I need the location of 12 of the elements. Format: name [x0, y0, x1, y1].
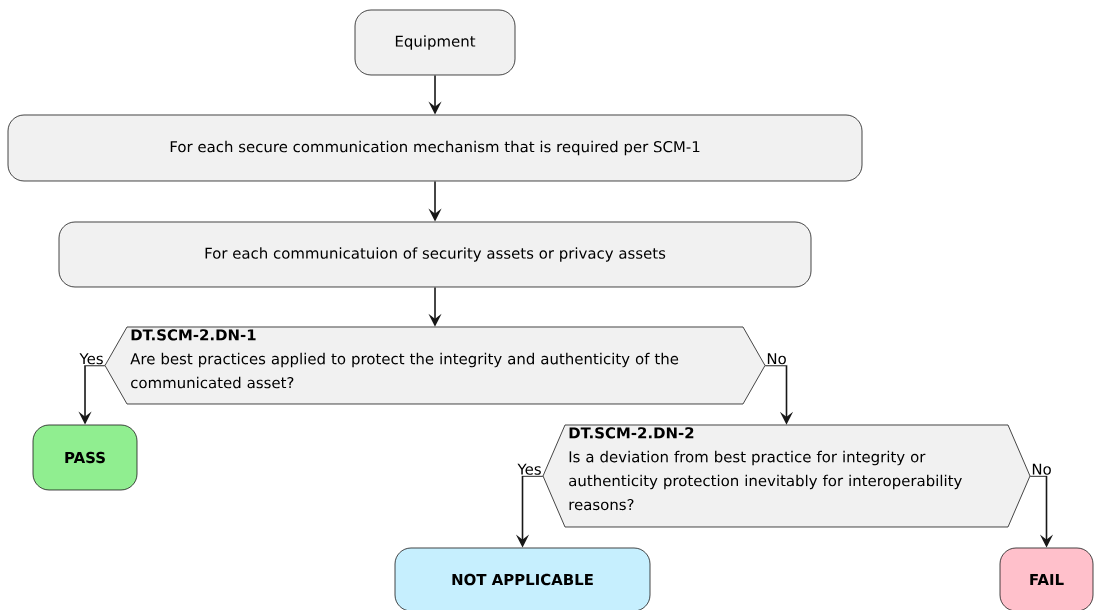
edge-label: No: [1032, 463, 1051, 475]
activity-box: For each communicatuion of security assets or privacy assets: [58, 221, 812, 288]
terminal-box: NOT APPLICABLE: [394, 547, 651, 610]
terminal-box: PASS: [32, 424, 138, 491]
edge-label: No: [767, 353, 786, 365]
terminal-box: FAIL: [999, 547, 1094, 610]
edge-label: Yes: [517, 463, 541, 475]
activity-box: For each secure communication mechanism that is required per SCM-1: [7, 114, 863, 182]
edge-label: Yes: [79, 353, 103, 365]
activity-box: Equipment: [354, 9, 516, 76]
decision-hexagon: DT.SCM-2.DN-2 Is a deviation from best practice for integrity or authenticity protection inevitably for interoperability reasons?: [542, 424, 1031, 528]
decision-hexagon: DT.SCM-2.DN-1 Are best practices applied to protect the integrity and authenticity of the communicated asset?: [104, 326, 766, 405]
